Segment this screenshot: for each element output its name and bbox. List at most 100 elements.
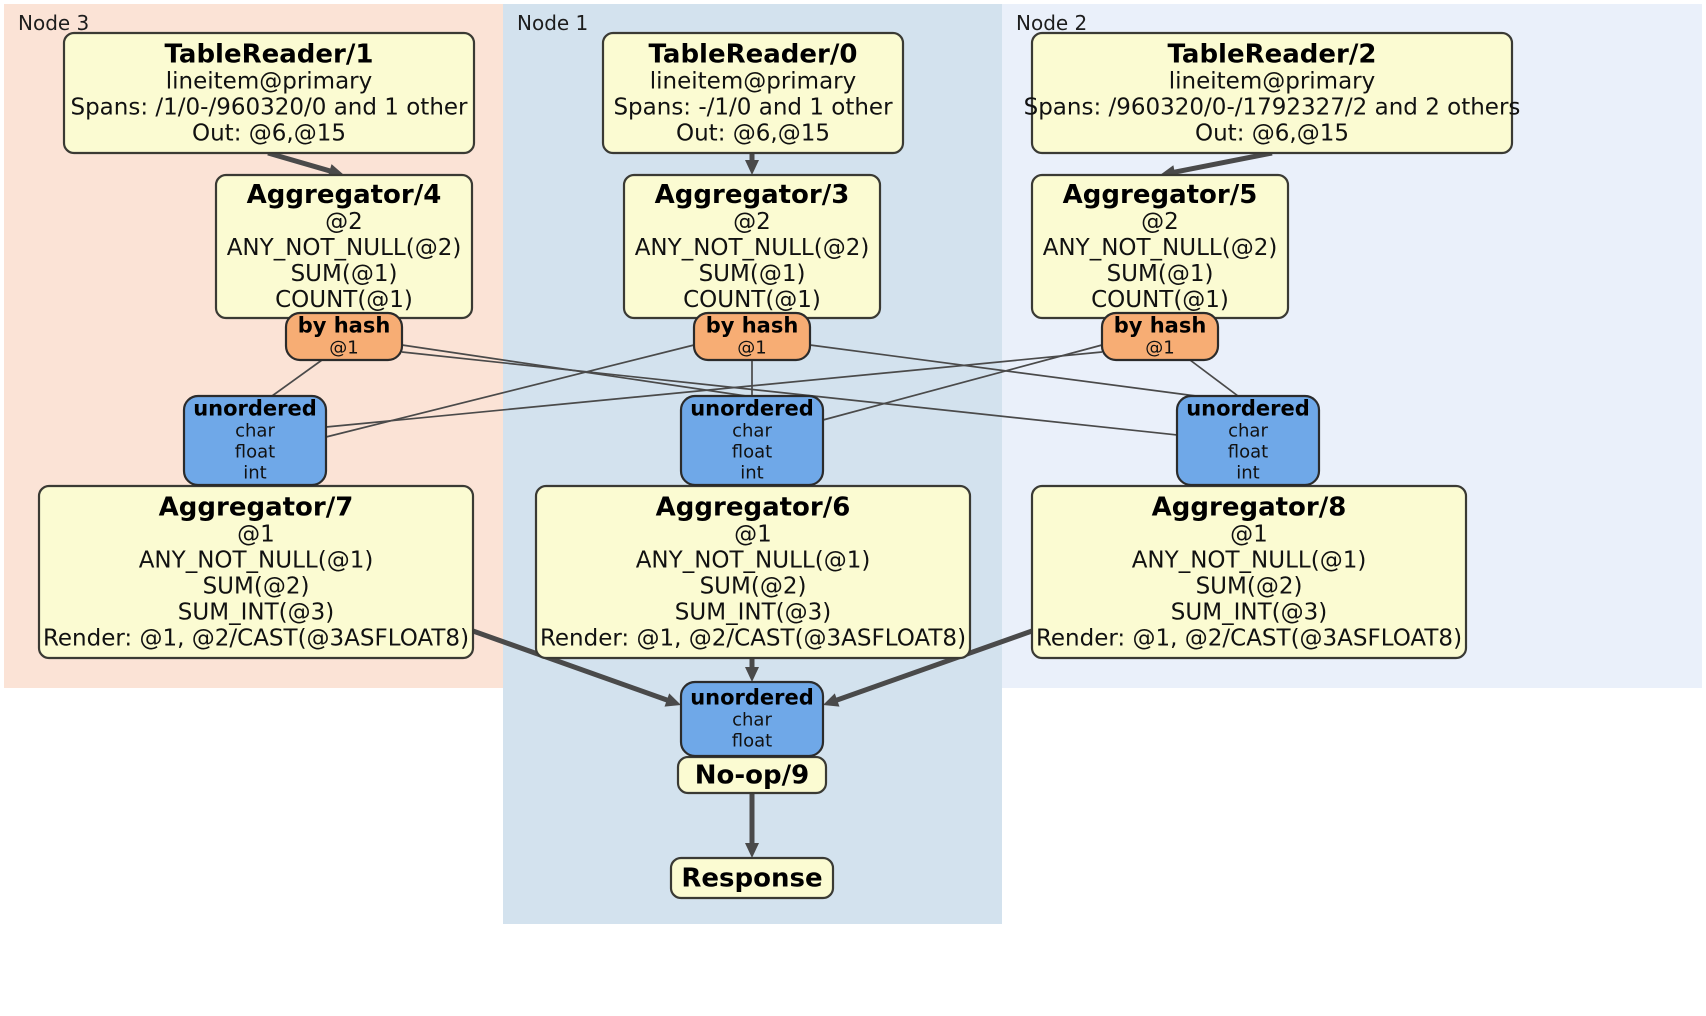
- proc-detail-line: ANY_NOT_NULL(@1): [1132, 547, 1367, 573]
- proc-node-aggregator7[interactable]: Aggregator/7@1ANY_NOT_NULL(@1)SUM(@2)SUM…: [37, 484, 475, 660]
- proc-detail-line: SUM(@1): [699, 261, 806, 287]
- proc-title: TableReader/2: [1168, 39, 1377, 69]
- edge-tr0-agg3: [745, 153, 759, 175]
- router-title: by hash: [1114, 314, 1207, 338]
- router-node-byhash4[interactable]: by hash@1: [284, 311, 404, 362]
- proc-title: Aggregator/6: [656, 492, 851, 522]
- proc-node-noop9[interactable]: No-op/9: [676, 755, 828, 795]
- proc-detail-line: ANY_NOT_NULL(@2): [1043, 235, 1278, 261]
- router-box-shape[interactable]: [692, 311, 812, 362]
- edge-agg6-un9: [745, 658, 759, 682]
- node-panel-label: Node 2: [1016, 11, 1087, 35]
- proc-detail-line: Render: @1, @2/CAST(@3ASFLOAT8): [540, 625, 966, 651]
- proc-detail-line: ANY_NOT_NULL(@1): [636, 547, 871, 573]
- proc-node-response[interactable]: Response: [669, 856, 835, 900]
- edge-arrowhead: [745, 843, 759, 858]
- sync-title: unordered: [690, 397, 814, 421]
- proc-detail-line: SUM_INT(@3): [178, 599, 334, 625]
- proc-detail-line: @2: [1141, 209, 1179, 235]
- proc-detail-line: lineitem@primary: [1169, 68, 1375, 94]
- proc-detail-line: SUM_INT(@3): [1171, 599, 1327, 625]
- proc-node-aggregator6[interactable]: Aggregator/6@1ANY_NOT_NULL(@1)SUM(@2)SUM…: [534, 484, 972, 660]
- sync-title: unordered: [193, 397, 317, 421]
- proc-detail-line: ANY_NOT_NULL(@2): [635, 235, 870, 261]
- proc-title: Aggregator/3: [655, 180, 850, 210]
- sync-detail-line: char: [732, 710, 772, 731]
- sync-box-shape[interactable]: [679, 394, 825, 487]
- sync-detail-line: float: [732, 731, 772, 752]
- sync-box-shape[interactable]: [182, 394, 328, 487]
- router-node-byhash5[interactable]: by hash@1: [1100, 311, 1220, 362]
- proc-box-shape[interactable]: [1030, 31, 1514, 155]
- proc-title: Aggregator/7: [159, 492, 354, 522]
- proc-detail-line: lineitem@primary: [166, 68, 372, 94]
- proc-detail-line: @2: [325, 209, 363, 235]
- edge-line: [472, 628, 671, 704]
- proc-node-aggregator4[interactable]: Aggregator/4@2ANY_NOT_NULL(@2)SUM(@1)COU…: [214, 173, 474, 320]
- sync-detail-line: char: [235, 421, 275, 442]
- proc-detail-line: COUNT(@1): [275, 287, 413, 313]
- proc-detail-line: SUM(@2): [203, 573, 310, 599]
- proc-detail-line: ANY_NOT_NULL(@1): [139, 547, 374, 573]
- sync-title: unordered: [690, 686, 814, 710]
- edge-arrowhead: [664, 693, 681, 707]
- proc-box-shape[interactable]: [601, 31, 905, 155]
- proc-detail-line: SUM(@1): [291, 261, 398, 287]
- sync-detail-line: char: [1228, 421, 1268, 442]
- sync-detail-line: int: [1236, 463, 1259, 484]
- proc-box-shape[interactable]: [62, 31, 476, 155]
- node-panel-label: Node 3: [18, 11, 89, 35]
- proc-detail-line: Out: @6,@15: [676, 120, 830, 146]
- proc-node-aggregator5[interactable]: Aggregator/5@2ANY_NOT_NULL(@2)SUM(@1)COU…: [1030, 173, 1290, 320]
- edge-line: [271, 359, 323, 397]
- router-title: by hash: [298, 314, 391, 338]
- router-detail-line: @1: [329, 338, 358, 359]
- sync-detail-line: char: [732, 421, 772, 442]
- proc-detail-line: ANY_NOT_NULL(@2): [227, 235, 462, 261]
- edge-line: [833, 628, 1033, 704]
- sync-detail-line: float: [1228, 442, 1268, 463]
- router-detail-line: @1: [1145, 338, 1174, 359]
- proc-title: No-op/9: [695, 760, 809, 790]
- proc-detail-line: SUM_INT(@3): [675, 599, 831, 625]
- sync-box-shape[interactable]: [679, 680, 825, 758]
- proc-detail-line: Spans: -/1/0 and 1 other: [613, 94, 893, 120]
- router-title: by hash: [706, 314, 799, 338]
- proc-box-shape[interactable]: [669, 856, 835, 900]
- proc-detail-line: SUM(@2): [700, 573, 807, 599]
- proc-title: Aggregator/4: [247, 180, 442, 210]
- proc-node-aggregator8[interactable]: Aggregator/8@1ANY_NOT_NULL(@1)SUM(@2)SUM…: [1030, 484, 1468, 660]
- router-box-shape[interactable]: [284, 311, 404, 362]
- proc-detail-line: Out: @6,@15: [192, 120, 346, 146]
- proc-detail-line: Spans: /1/0-/960320/0 and 1 other: [70, 94, 468, 120]
- sync-box-shape[interactable]: [1175, 394, 1321, 487]
- router-box-shape[interactable]: [1100, 311, 1220, 362]
- router-node-byhash3[interactable]: by hash@1: [692, 311, 812, 362]
- edge-arrowhead: [823, 693, 840, 707]
- sync-detail-line: int: [740, 463, 763, 484]
- proc-title: Aggregator/8: [1152, 492, 1347, 522]
- edge-bh3-un8: [809, 344, 1197, 397]
- edge-agg8-un9: [823, 628, 1033, 707]
- proc-title: Response: [681, 863, 822, 893]
- edge-line: [325, 351, 1103, 428]
- proc-detail-line: Render: @1, @2/CAST(@3ASFLOAT8): [43, 625, 469, 651]
- edge-bh4-un7: [271, 359, 323, 397]
- sync-detail-line: float: [732, 442, 772, 463]
- edge-line: [809, 344, 1197, 397]
- edge-noop9-response: [745, 793, 759, 858]
- sync-detail-line: float: [235, 442, 275, 463]
- edge-line: [1171, 150, 1273, 176]
- proc-node-aggregator3[interactable]: Aggregator/3@2ANY_NOT_NULL(@2)SUM(@1)COU…: [622, 173, 882, 320]
- proc-detail-line: @1: [734, 521, 772, 547]
